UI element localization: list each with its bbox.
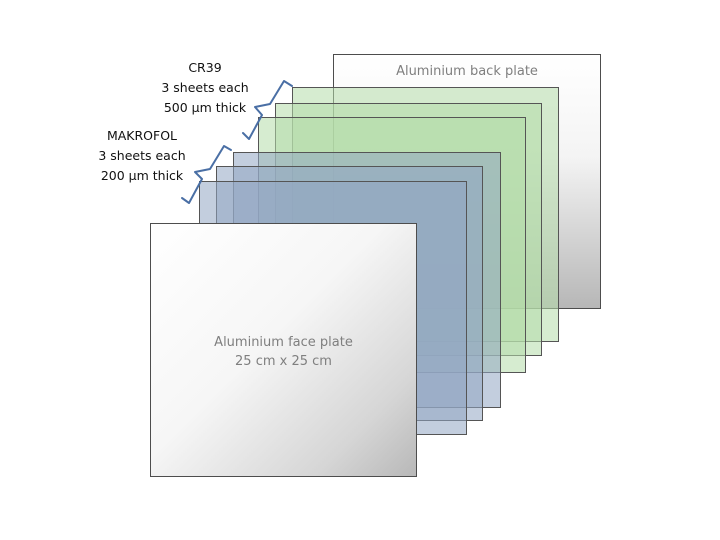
- makrofol-thickness: 200 µm thick: [100, 168, 184, 183]
- back-plate-label: Aluminium back plate: [396, 64, 538, 79]
- face-plate-label-line1: Aluminium face plate: [214, 335, 353, 350]
- face-plate-label: Aluminium face plate 25 cm x 25 cm: [151, 333, 416, 371]
- cr39-count: 3 sheets each: [161, 80, 249, 95]
- makrofol-title: MAKROFOL: [106, 128, 178, 143]
- cr39-title: CR39: [188, 60, 222, 75]
- face-plate-label-line2: 25 cm x 25 cm: [235, 354, 332, 369]
- cr39-thickness: 500 µm thick: [163, 100, 247, 115]
- aluminium-face-plate: Aluminium face plate 25 cm x 25 cm: [150, 223, 417, 477]
- makrofol-annotation: MAKROFOL 3 sheets each 200 µm thick: [86, 126, 198, 186]
- cr39-annotation: CR39 3 sheets each 500 µm thick: [150, 58, 260, 118]
- makrofol-count: 3 sheets each: [98, 148, 186, 163]
